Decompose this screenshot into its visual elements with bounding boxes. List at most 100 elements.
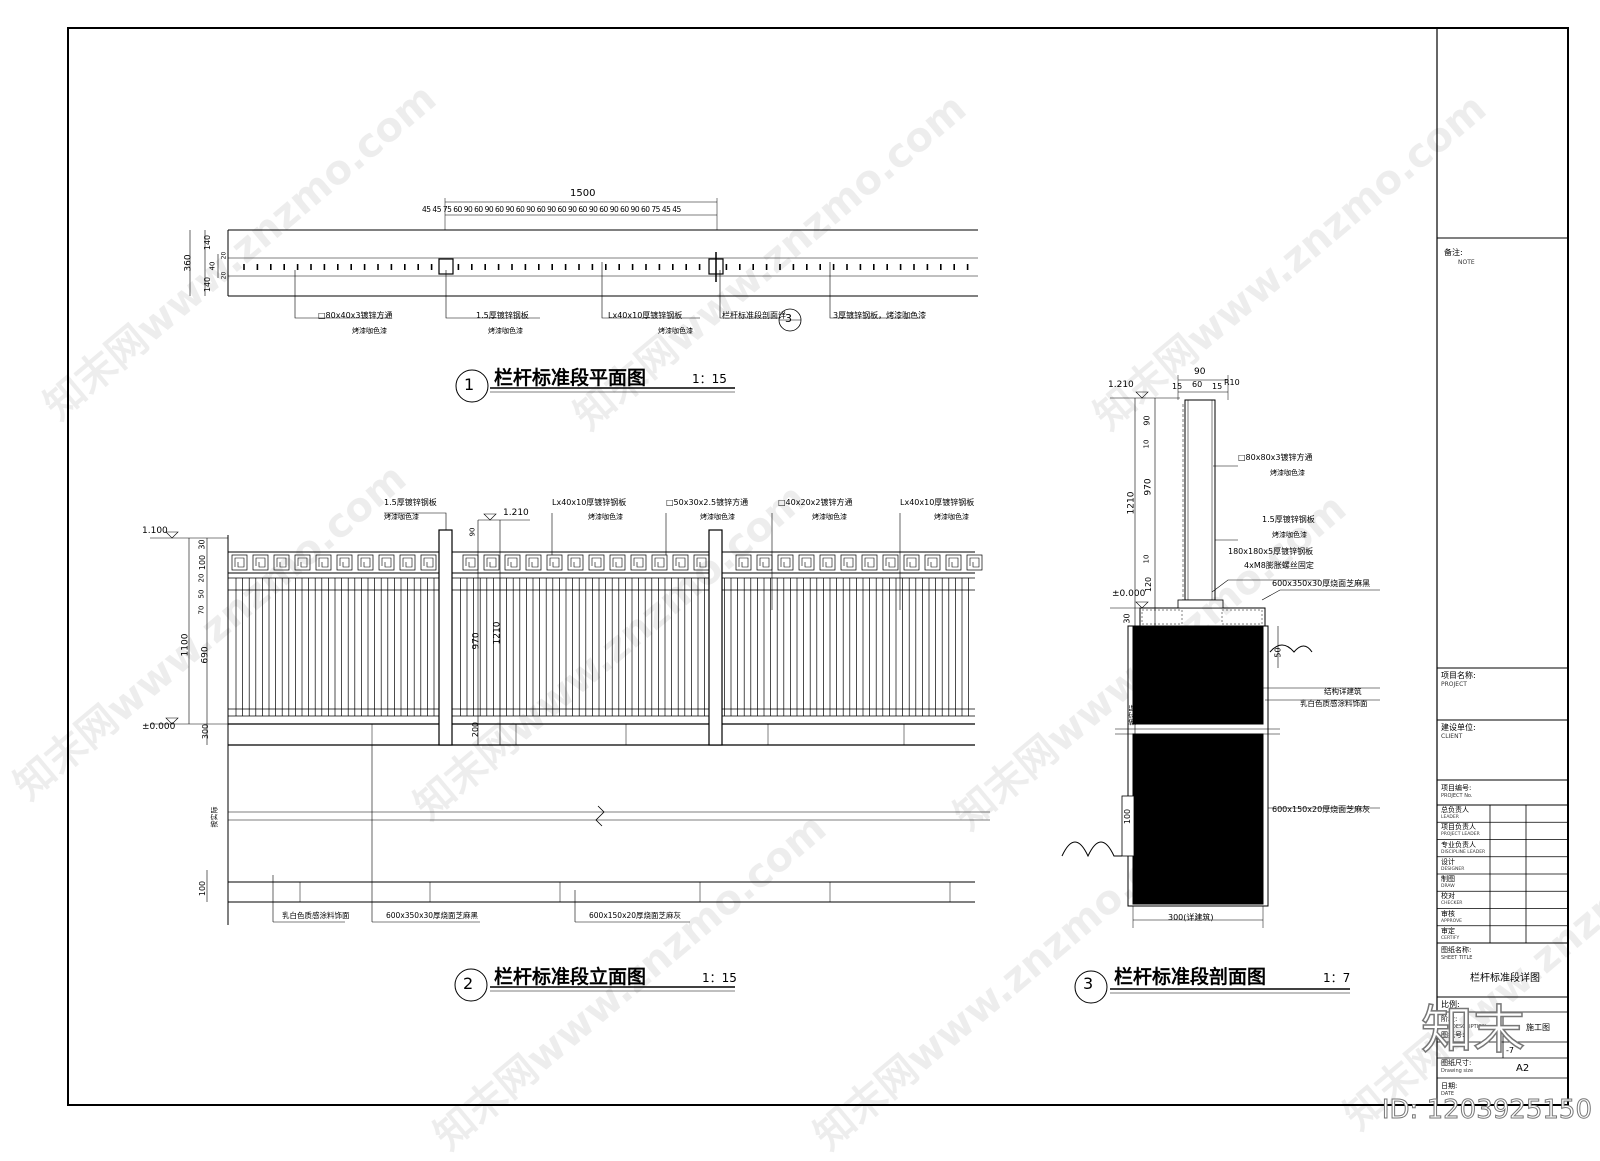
plan-dim-left: 20 [220, 251, 228, 260]
fret-spiral [864, 557, 875, 568]
fret-spiral [948, 557, 959, 568]
tb-role-en: DISCIPLINE LEADER [1441, 849, 1486, 855]
section-dim-left: 1210 [1126, 491, 1137, 515]
elevation-post-dim: 90 [468, 527, 477, 537]
fret-spiral [549, 557, 560, 568]
elevation-label-top: 烤漆咖色漆 [812, 513, 847, 521]
tb-size-value: A2 [1516, 1063, 1530, 1074]
plan-label: 烤漆咖色漆 [352, 327, 387, 335]
tb-date-en: DATE [1441, 1091, 1455, 1097]
fret-spiral [696, 557, 707, 568]
plan-label: 烤漆咖色漆 [488, 327, 523, 335]
fret-square [798, 554, 815, 571]
fret-square [861, 554, 878, 571]
tb-sheet-title-cn: 图纸名称: [1441, 946, 1472, 954]
plan-label: 3厚镀锌钢板，烤漆咖色漆 [833, 311, 927, 320]
fret-spiral [906, 557, 917, 568]
section-label: □80x80x3镀锌方通 [1238, 453, 1313, 462]
section-dim-top: 60 [1192, 380, 1203, 389]
section-dim-left: 10 [1142, 439, 1151, 449]
fret-spiral [318, 557, 329, 568]
tb-stage-en: DESCRIPTION [1452, 1024, 1486, 1030]
fret-spiral [822, 557, 833, 568]
tb-client-en: CLIENT [1441, 733, 1463, 740]
fret-spiral [780, 557, 791, 568]
section-scale: 1：7 [1323, 971, 1351, 985]
fret-spiral [654, 557, 665, 568]
section-number: 3 [1083, 974, 1094, 993]
elevation-dim-left: 1100 [180, 633, 191, 657]
fret-square [315, 554, 332, 571]
elevation-dim-left: 690 [200, 646, 211, 664]
fret-square [420, 554, 437, 571]
fret-spiral [633, 557, 644, 568]
elevation-post-dim: 1210 [492, 621, 503, 645]
fret-square [903, 554, 920, 571]
fret-square [630, 554, 647, 571]
fret-spiral [423, 557, 434, 568]
fret-square [483, 554, 500, 571]
section-dim-left: 50 [1273, 647, 1283, 658]
section-label: 烤漆咖色漆 [1270, 469, 1305, 477]
fret-spiral [486, 557, 497, 568]
tb-scale-cn: 比例: [1441, 1000, 1460, 1009]
elevation-dim-left: 70 [197, 605, 206, 615]
elevation-scale: 1：15 [702, 971, 737, 985]
plan-scale: 1：15 [692, 372, 727, 386]
elevation-number: 2 [463, 974, 474, 993]
elevation-label-top: 烤漆咖色漆 [934, 513, 969, 521]
fret-square [777, 554, 794, 571]
tb-role-en: PROJECT LEADER [1441, 832, 1480, 838]
fret-square [924, 554, 941, 571]
section-level-zero: ±0.000 [1112, 589, 1146, 599]
section-label: 1.5厚镀锌钢板 [1262, 515, 1315, 524]
elevation-fret-pattern [231, 554, 983, 571]
tb-role-cn: 审核 [1441, 909, 1455, 918]
plan-label: Lx40x10厚镀锌钢板 [608, 311, 683, 320]
plan-dim-left: 140 [203, 276, 213, 293]
fret-spiral [255, 557, 266, 568]
plan-label: 1.5厚镀锌钢板 [476, 311, 529, 320]
elevation-title: 栏杆标准段立面图 [494, 966, 647, 988]
fret-square [231, 554, 248, 571]
fret-square [504, 554, 521, 571]
tb-size-en: Drawing size [1441, 1068, 1474, 1074]
fret-spiral [402, 557, 413, 568]
section-dim-top: 90 [1194, 367, 1206, 377]
tb-date-cn: 日期: [1441, 1082, 1458, 1090]
tb-sheet-no-cn: 图纸号: [1441, 1031, 1465, 1039]
plan-label: 烤漆咖色漆 [658, 327, 693, 335]
plan-baluster-marks [243, 264, 969, 270]
section-title: 栏杆标准段剖面图 [1114, 966, 1267, 988]
section-level-top: 1.210 [1108, 380, 1134, 390]
fret-spiral [801, 557, 812, 568]
fret-square [399, 554, 416, 571]
section-dim-top: 15 [1212, 382, 1223, 391]
drawing-canvas [67, 27, 1569, 1106]
fret-square [252, 554, 269, 571]
fret-spiral [738, 557, 749, 568]
section-label: 4xM8膨胀螺丝固定 [1244, 561, 1314, 570]
fret-spiral [507, 557, 518, 568]
plan-dim-row: 45 45 75 60 90 60 90 60 90 60 90 60 90 6… [422, 205, 681, 214]
tb-role-en: DRAW [1441, 884, 1455, 889]
plan-view [189, 198, 978, 403]
fret-square [840, 554, 857, 571]
fret-spiral [465, 557, 476, 568]
plan-dim-left: 40 [208, 261, 217, 271]
tb-project-no-cn: 项目编号: [1441, 784, 1472, 792]
fret-square [819, 554, 836, 571]
fret-square [525, 554, 542, 571]
plan-dim-left: 360 [183, 254, 194, 272]
sheet-border [67, 27, 1569, 1106]
tb-size-cn: 图纸尺寸: [1441, 1059, 1472, 1067]
fret-square [378, 554, 395, 571]
fret-spiral [612, 557, 623, 568]
elevation-label-top: Lx40x10厚镀锌钢板 [552, 498, 627, 507]
tb-role-en: APPROVE [1441, 918, 1463, 924]
section-label: 乳白色质感涂料饰面 [1300, 699, 1368, 708]
elevation-dim-left: 300 [201, 723, 211, 740]
fret-spiral [885, 557, 896, 568]
fret-square [966, 554, 983, 571]
elevation-coping-tiles [299, 724, 951, 902]
